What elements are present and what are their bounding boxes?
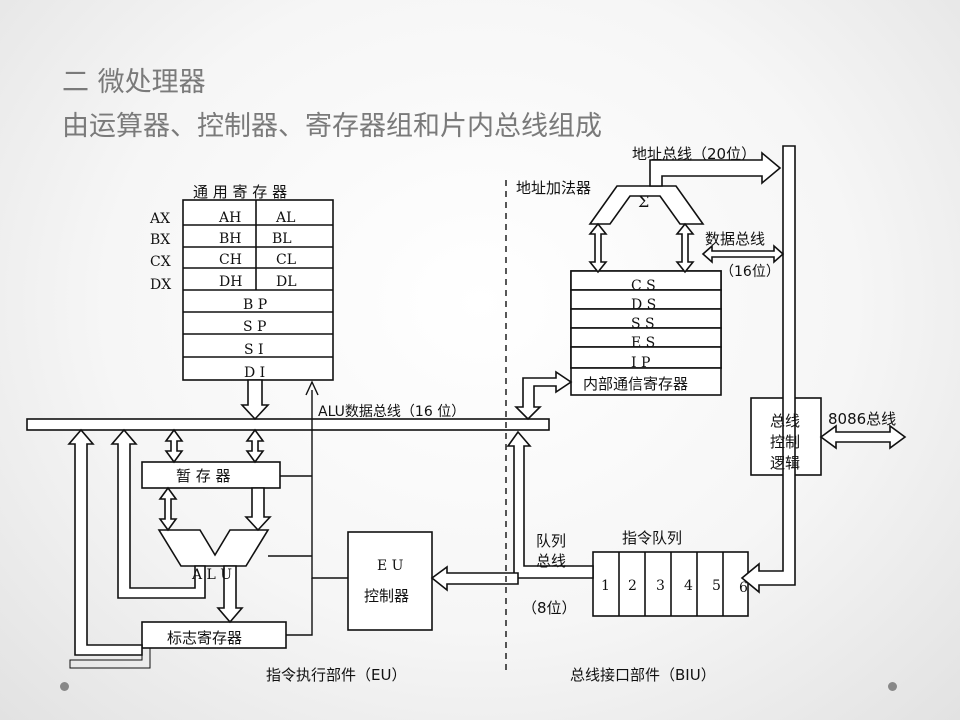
alu-data-bus (26, 418, 550, 431)
reg-cl: CL (276, 252, 296, 268)
alu-unit (157, 529, 270, 567)
eu-ctrl-label-1: E U (377, 558, 404, 574)
sigma-symbol: Σ (638, 192, 649, 211)
slide-dot-left (60, 682, 69, 691)
row-label-cx: CX (150, 254, 171, 270)
queue-width-label: （8位） (522, 599, 577, 617)
address-adder-label: 地址加法器 (516, 179, 591, 197)
general-register-file (182, 199, 334, 381)
queue-cell-3: 3 (656, 578, 665, 594)
reg-sp: S P (243, 319, 266, 335)
eu-ctrl-label-2: 控制器 (364, 587, 409, 605)
reg-ss: S S (631, 316, 655, 332)
reg-bl: BL (272, 231, 292, 247)
external-bus-arrow (819, 424, 907, 450)
reg-si: S I (244, 342, 264, 358)
segment-register-file (570, 270, 722, 369)
slide-title: 二 微处理器 (62, 67, 206, 98)
eu-controller (347, 531, 433, 631)
eu-section-label: 指令执行部件（EU） (266, 666, 406, 684)
data-bus-label-1: 数据总线 (705, 230, 765, 248)
biu-main-bus (740, 145, 796, 594)
row-label-dx: DX (150, 277, 171, 293)
queue-bus-label-1: 队列 (536, 532, 566, 550)
reg-al: AL (275, 210, 295, 226)
address-bus-label: 地址总线（20位） (632, 145, 756, 163)
reg-dl: DL (276, 274, 297, 290)
alu-label: A L U (191, 567, 232, 583)
reg-di: D I (244, 365, 265, 381)
alu-bus-label: ALU数据总线（16 位） (318, 404, 465, 420)
reg-es: E S (631, 335, 655, 351)
internal-register-label: 内部通信寄存器 (583, 375, 688, 393)
reg-ds: D S (631, 297, 656, 313)
flag-register-label: 标志寄存器 (167, 629, 242, 647)
external-bus-label: 8086总线 (828, 410, 896, 428)
reg-bp: B P (243, 297, 267, 313)
address-adder (588, 185, 705, 225)
row-label-bx: BX (150, 232, 170, 248)
bus-ctrl-label-2: 控制 (770, 433, 800, 451)
row-label-ax: AX (149, 211, 170, 227)
reg-ip: I P (631, 355, 650, 371)
queue-cell-5: 5 (712, 578, 721, 594)
queue-bus-label-2: 总线 (536, 552, 566, 570)
instruction-queue (592, 551, 749, 617)
temp-register-label: 暂 存 器 (176, 467, 231, 485)
queue-title: 指令队列 (622, 529, 682, 547)
bus-ctrl-label-3: 逻辑 (770, 454, 800, 472)
queue-cell-4: 4 (684, 578, 693, 594)
reg-dh: DH (219, 274, 242, 290)
reg-ah: AH (218, 210, 241, 226)
address-bus-arrow (649, 151, 782, 187)
queue-cell-1: 1 (601, 578, 610, 594)
biu-section-label: 总线接口部件（BIU） (570, 666, 716, 684)
reg-ch: CH (219, 252, 242, 268)
slide-subtitle: 由运算器、控制器、寄存器组和片内总线组成 (62, 111, 602, 142)
data-bus-label-2: （16位） (720, 264, 780, 280)
queue-cell-2: 2 (628, 578, 637, 594)
reg-cs: C S (631, 278, 656, 294)
gp-register-header: 通 用 寄 存 器 (193, 183, 287, 201)
queue-cell-6: 6 (739, 580, 748, 596)
temp-register (141, 461, 281, 489)
bus-ctrl-label-1: 总线 (770, 412, 800, 430)
slide-dot-right (888, 682, 897, 691)
reg-bh: BH (219, 231, 242, 247)
